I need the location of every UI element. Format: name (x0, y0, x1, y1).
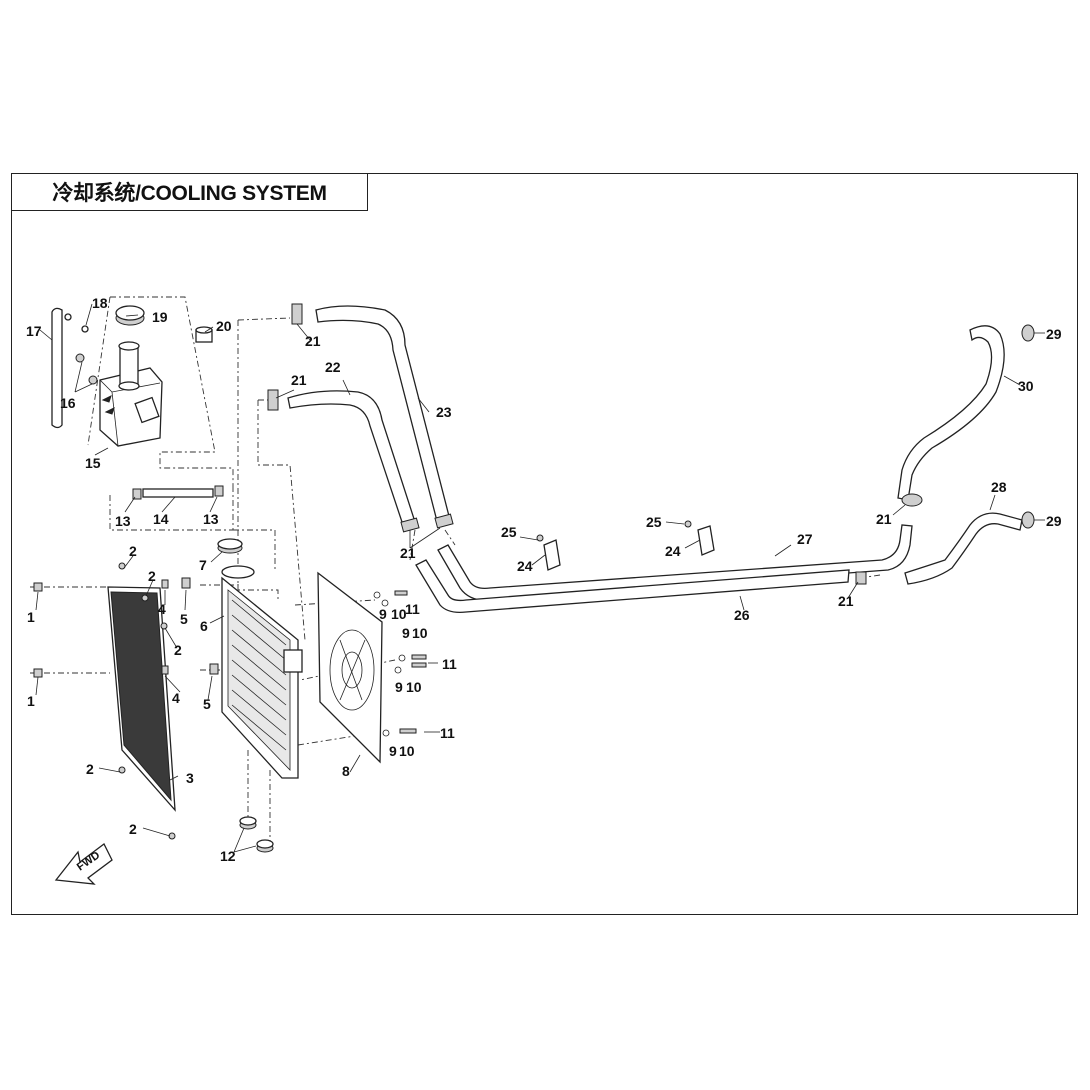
page-title: 冷却系统/COOLING SYSTEM (52, 182, 327, 205)
callout-11b: 11 (442, 656, 457, 672)
hose-30 (897, 325, 1005, 501)
callout-21b: 21 (291, 372, 307, 388)
callout-3: 3 (186, 770, 194, 786)
bracket-bolts (536, 520, 692, 542)
callout-25a: 25 (501, 524, 517, 540)
radiator (221, 565, 303, 779)
callout-11c: 11 (440, 725, 455, 741)
callout-30: 30 (1018, 378, 1034, 394)
callout-5a: 5 (180, 611, 188, 627)
callout-8: 8 (342, 763, 350, 779)
hose-clamps-29 (1021, 324, 1035, 529)
radiator-guard (107, 586, 176, 812)
callout-13b: 13 (203, 511, 219, 527)
hose-clamps-13 (132, 485, 224, 500)
callout-1b: 1 (27, 693, 35, 709)
callout-16: 16 (60, 395, 76, 411)
reservoir-bolts (75, 353, 98, 385)
lower-hose-22 (287, 390, 417, 529)
callout-2b: 2 (148, 568, 156, 584)
reservoir-hose (142, 488, 214, 498)
callout-21e: 21 (876, 511, 892, 527)
callout-22: 22 (325, 359, 341, 375)
callout-9d: 9 (389, 743, 397, 759)
hose-clamps-21 (267, 303, 923, 585)
callout-9c: 9 (395, 679, 403, 695)
callout-2c: 2 (174, 642, 182, 658)
part-callouts: 17 18 19 20 16 15 13 14 13 2 2 2 2 2 1 1… (26, 295, 1062, 864)
hose-28 (904, 512, 1023, 585)
callout-13a: 13 (115, 513, 131, 529)
callout-18: 18 (92, 295, 108, 311)
callout-2e: 2 (129, 821, 137, 837)
callout-21d: 21 (838, 593, 854, 609)
callout-2a: 2 (129, 543, 137, 559)
mounting-hardware (33, 562, 427, 840)
callout-9b: 9 (402, 625, 410, 641)
callout-10b: 10 (412, 625, 428, 641)
fan-shroud (317, 571, 383, 764)
callout-4b: 4 (172, 690, 180, 706)
callout-25b: 25 (646, 514, 662, 530)
callout-6: 6 (200, 618, 208, 634)
callout-4a: 4 (158, 601, 166, 617)
callout-12: 12 (220, 848, 236, 864)
callout-14: 14 (153, 511, 169, 527)
callout-21a: 21 (305, 333, 321, 349)
diagram-frame (11, 173, 1078, 915)
callout-29b: 29 (1046, 513, 1062, 529)
callout-20: 20 (216, 318, 232, 334)
tube-clip (64, 313, 89, 333)
callout-5b: 5 (203, 696, 211, 712)
callout-17: 17 (26, 323, 42, 339)
forward-direction-arrow: FWD (54, 843, 113, 885)
reservoir-neck (118, 341, 140, 391)
callout-19: 19 (152, 309, 168, 325)
callout-24a: 24 (517, 558, 533, 574)
callout-10d: 10 (399, 743, 415, 759)
callout-21c: 21 (400, 545, 416, 561)
callout-1a: 1 (27, 609, 35, 625)
callout-2d: 2 (86, 761, 94, 777)
callout-29a: 29 (1046, 326, 1062, 342)
callout-23: 23 (436, 404, 452, 420)
callout-10c: 10 (406, 679, 422, 695)
callout-28: 28 (991, 479, 1007, 495)
radiator-cap (217, 538, 243, 554)
overflow-tube (51, 307, 63, 429)
coolant-reservoir (99, 367, 163, 447)
supply-pipe-26 (415, 559, 850, 613)
callout-26: 26 (734, 607, 750, 623)
title-box: 冷却系统/COOLING SYSTEM (11, 173, 368, 211)
callout-27: 27 (797, 531, 813, 547)
callout-24b: 24 (665, 543, 681, 559)
upper-hose-23 (315, 305, 451, 526)
cap-seal (195, 326, 213, 343)
callout-15: 15 (85, 455, 101, 471)
reservoir-cap (115, 305, 145, 326)
callout-11a: 11 (405, 601, 420, 617)
rubber-grommets (239, 816, 274, 853)
callout-9a: 9 (379, 606, 387, 622)
pipe-brackets (543, 525, 715, 571)
callout-7: 7 (199, 557, 207, 573)
leader-lines (35, 303, 1045, 853)
callout-10a: 10 (391, 606, 407, 622)
